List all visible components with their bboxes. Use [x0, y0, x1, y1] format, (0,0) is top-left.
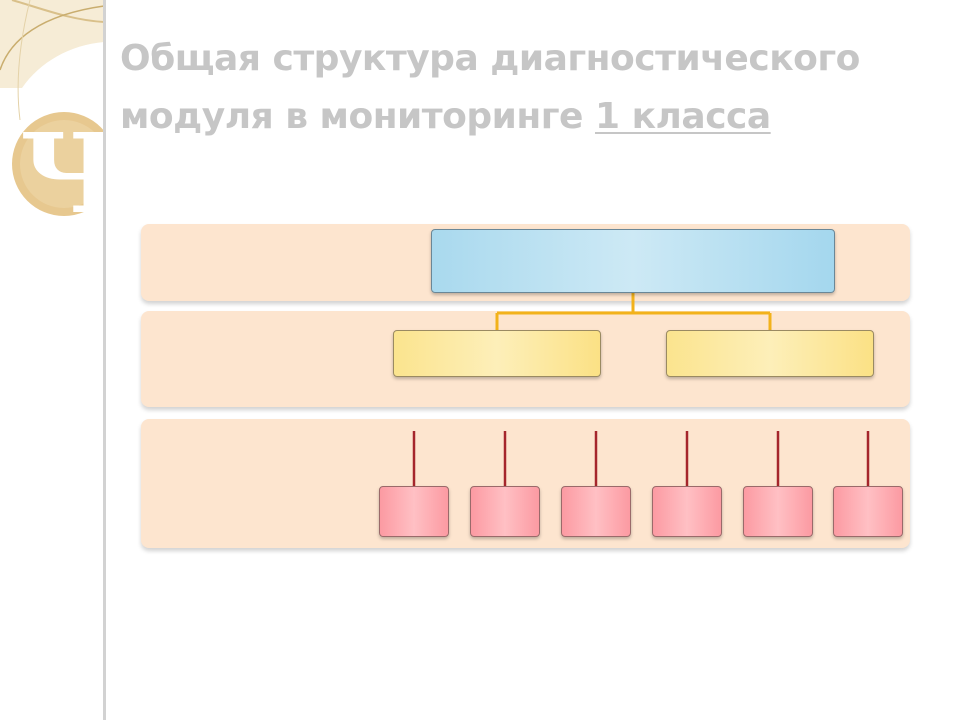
orange-connectors [495, 293, 772, 330]
leaf-box-1 [379, 486, 449, 537]
mid-level-box-1 [393, 330, 601, 377]
leaf-box-4 [652, 486, 722, 537]
slide-title-main: Общая структура диагностического модуля … [120, 38, 860, 137]
logo-letter: Ч [20, 109, 104, 238]
mid-level-box-2 [666, 330, 874, 377]
leaf-box-5 [743, 486, 813, 537]
leaf-box-6 [833, 486, 903, 537]
slide-title: Общая структура диагностического модуля … [120, 30, 940, 146]
leaf-box-2 [470, 486, 540, 537]
corner-decoration: Ч [0, 0, 104, 240]
red-connectors [412, 431, 870, 487]
top-level-box [431, 229, 835, 293]
slide-title-underlined: 1 класса [595, 96, 771, 137]
left-vertical-rule [103, 0, 106, 720]
leaf-box-3 [561, 486, 631, 537]
